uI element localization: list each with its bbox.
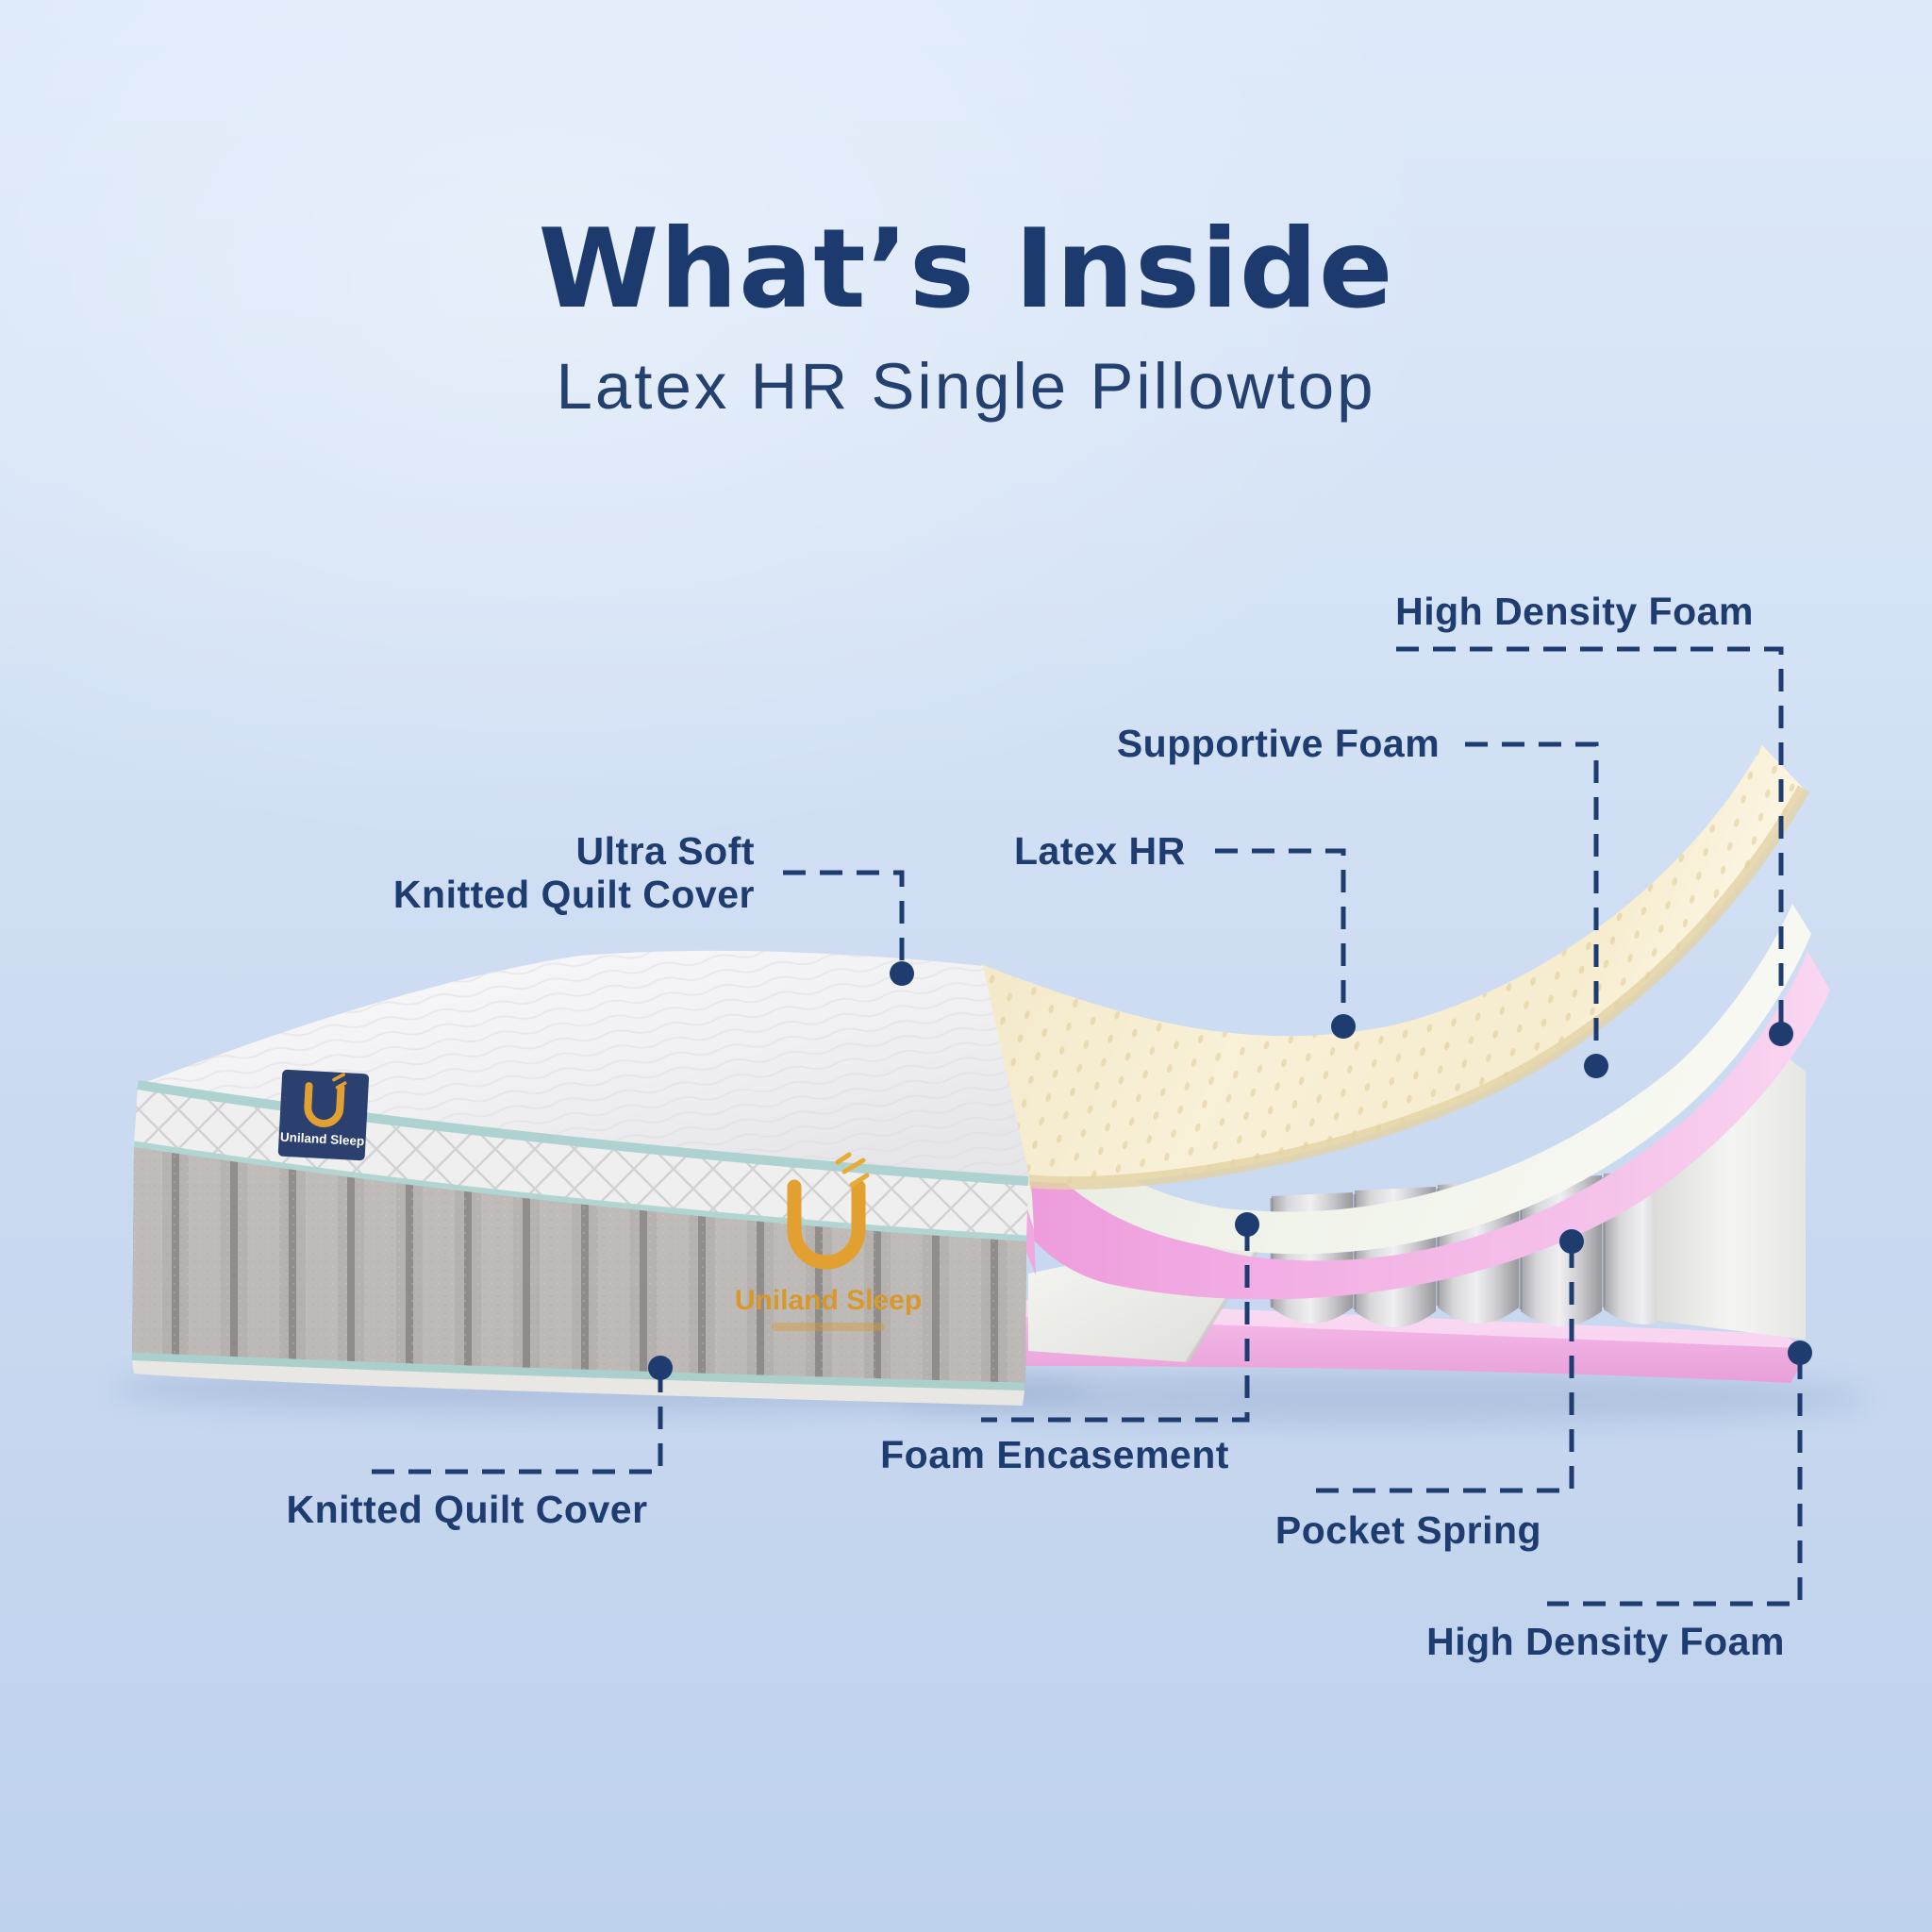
dot-supportive-foam: [1584, 1054, 1608, 1078]
piping-teal-mid: [133, 1141, 1027, 1244]
brand-tag-text: Uniland Sleep: [280, 1130, 365, 1149]
piping-teal-bottom: [131, 1352, 1025, 1391]
brand-tag: Uniland Sleep: [277, 1069, 370, 1161]
dot-latex-hr: [1331, 1014, 1356, 1039]
dot-ultra-soft-cover: [890, 961, 914, 986]
label-foam-encasement: Foam Encasement: [880, 1433, 1229, 1476]
leader-foam-encasement: [981, 1228, 1250, 1423]
leader-latex-hr: [1215, 848, 1346, 1023]
layer-latex-hr: [981, 745, 1810, 1191]
brand-embroidery-text: Uniland Sleep: [735, 1285, 922, 1316]
leader-ultra-soft-cover: [783, 870, 905, 972]
side-panel-gray-fabric: [131, 1147, 1026, 1406]
layer-right-foam-rail: [1655, 1049, 1806, 1340]
label-ultra-soft-line2: Knitted Quilt Cover: [392, 872, 755, 916]
header: What’s Inside Latex HR Single Pillowtop: [0, 215, 1932, 424]
dot-high-density-foam-bottom: [1788, 1341, 1812, 1365]
dot-foam-encasement: [1235, 1212, 1259, 1237]
page-title: What’s Inside: [538, 206, 1394, 333]
label-ultra-soft-cover: Ultra Soft Knitted Quilt Cover: [392, 829, 755, 917]
leader-high-density-foam-bottom: [1547, 1357, 1803, 1607]
leader-high-density-foam-top: [1396, 646, 1784, 1030]
label-pocket-spring: Pocket Spring: [1274, 1508, 1542, 1552]
layer-pink-foam-band: [970, 951, 1830, 1300]
layer-supportive-foam: [960, 904, 1811, 1255]
leader-knitted-quilt-cover: [363, 1370, 663, 1474]
label-ultra-soft-line1: Ultra Soft: [575, 829, 755, 873]
leader-lines: [363, 646, 1803, 1607]
pillowtop-top-surface: [140, 950, 1030, 1181]
label-high-density-foam-top: High Density Foam: [1395, 590, 1754, 633]
mattress-shadow-right: [887, 1372, 1868, 1424]
label-latex-hr: Latex HR: [1014, 829, 1186, 873]
label-supportive-foam: Supportive Foam: [1116, 722, 1441, 765]
piping-teal-top: [137, 1080, 1029, 1186]
label-high-density-foam-bottom: High Density Foam: [1426, 1620, 1785, 1663]
label-knitted-quilt-cover: Knitted Quilt Cover: [286, 1488, 648, 1531]
page-subtitle: Latex HR Single Pillowtop: [556, 350, 1376, 423]
leader-supportive-foam: [1465, 741, 1599, 1062]
dot-high-density-foam-top: [1769, 1022, 1793, 1046]
dot-pocket-spring: [1559, 1229, 1584, 1254]
leader-pocket-spring: [1311, 1245, 1574, 1493]
dot-knitted-quilt-cover: [648, 1356, 673, 1380]
brand-embroidery: Uniland Sleep: [735, 1152, 922, 1331]
leader-dots: [648, 961, 1812, 1380]
